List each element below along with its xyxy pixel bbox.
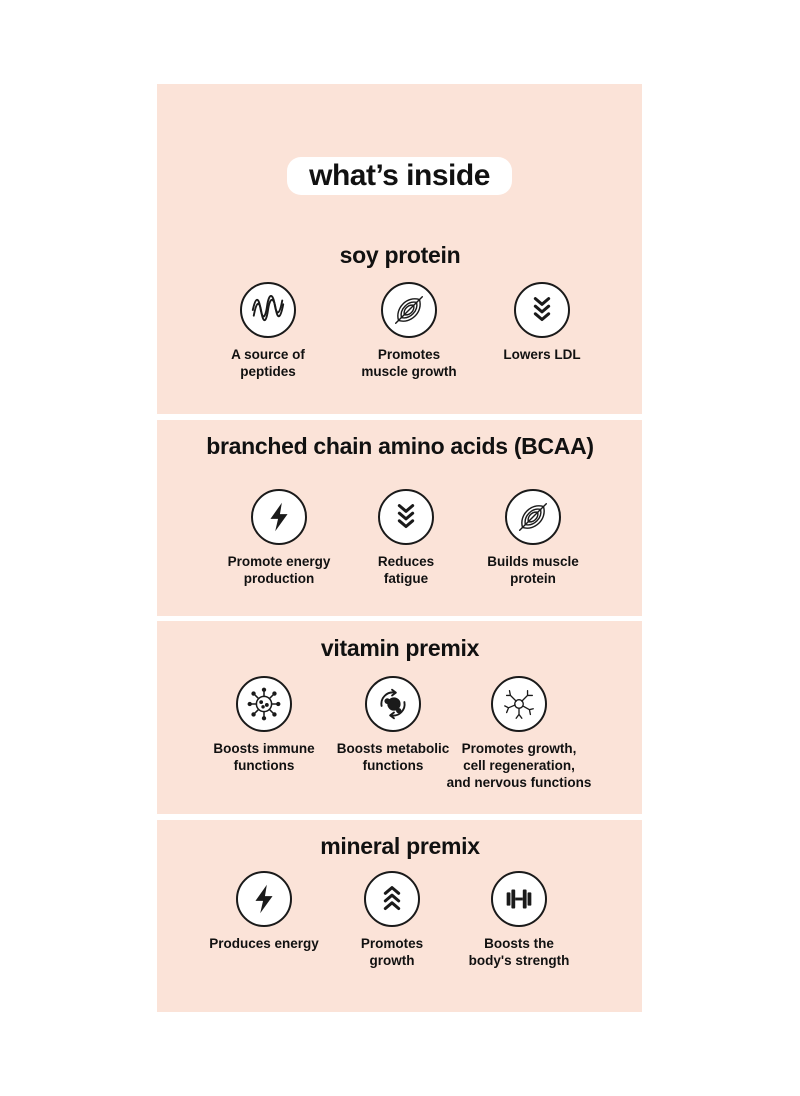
vitamin-item-growth: Promotes growth,cell regeneration,and ne…	[444, 676, 594, 791]
section-title-mineral-premix: mineral premix	[320, 833, 480, 859]
section-title-soy-protein: soy protein	[339, 242, 461, 268]
chevrons-up-icon	[364, 871, 420, 927]
page-title: what’s inside	[287, 157, 512, 195]
wave-icon	[240, 282, 296, 338]
chevrons-down-icon	[514, 282, 570, 338]
chevrons-down-icon	[378, 489, 434, 545]
section-soy-protein	[157, 84, 642, 414]
section-title-bcaa: branched chain amino acids (BCAA)	[206, 433, 594, 459]
mineral-item-energy: Produces energy	[189, 871, 339, 952]
item-label: Promotes growth,cell regeneration,and ne…	[446, 741, 592, 790]
muscle-icon	[381, 282, 437, 338]
section-title-vitamin-premix: vitamin premix	[320, 635, 480, 661]
lightning-icon	[251, 489, 307, 545]
item-label: Lowers LDL	[503, 347, 581, 362]
soy-item-lowers-ldl: Lowers LDL	[467, 282, 617, 363]
virus-icon	[236, 676, 292, 732]
muscle-icon	[505, 489, 561, 545]
item-label: Produces energy	[209, 936, 319, 951]
lightning-icon	[236, 871, 292, 927]
neuron-icon	[491, 676, 547, 732]
metabolism-icon	[365, 676, 421, 732]
dumbbell-icon	[491, 871, 547, 927]
